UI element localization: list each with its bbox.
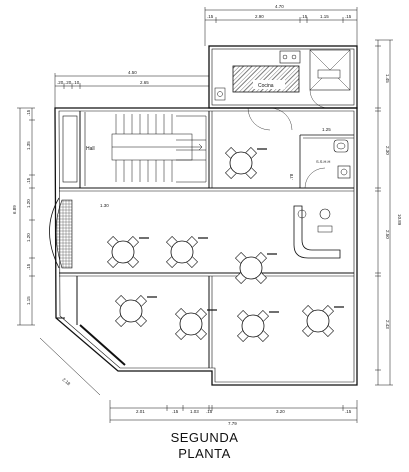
angled-window — [56, 317, 126, 366]
dim-left-7: .15 — [26, 263, 31, 270]
dim-upper-3: .10 — [73, 80, 80, 85]
round-table — [170, 240, 194, 264]
dim-inner-1: 1.30 — [100, 203, 109, 208]
dim-bottom-6: .15 — [345, 409, 352, 414]
dim-inner-4: 2.18 — [61, 377, 71, 387]
hall-label: Hall — [86, 146, 95, 152]
table-with-chairs — [166, 236, 208, 268]
dim-right-total: 10.89 — [397, 214, 402, 226]
round-table — [241, 314, 265, 338]
dim-top-3: .15 — [301, 14, 308, 19]
stair-hall: Hall — [62, 112, 207, 186]
plan-title-line1: SEGUNDA — [170, 430, 239, 445]
dim-right-6: 2.50 — [385, 230, 390, 239]
table-with-chairs — [225, 147, 267, 179]
dim-left-total: 6.89 — [12, 205, 17, 214]
dim-top-total: 4.70 — [275, 4, 284, 9]
kitchen-label: Cocina — [258, 83, 274, 89]
dim-right-4: 2.30 — [385, 146, 390, 155]
table-with-chairs — [237, 310, 279, 342]
dim-upper-1: .20 — [57, 80, 64, 85]
dim-left-3: .15 — [26, 177, 31, 184]
dim-left-8: 1.15 — [26, 296, 31, 305]
dim-bottom-2: .15 — [172, 409, 179, 414]
dim-right-2: 1.45 — [385, 74, 390, 83]
dim-right-8: 2.43 — [385, 320, 390, 329]
table-with-chairs — [302, 305, 344, 337]
bay-window — [49, 197, 73, 269]
dim-left-2: 1.35 — [26, 141, 31, 150]
round-table — [111, 240, 135, 264]
toilet-icon — [333, 139, 349, 153]
dim-upper-4: 2.65 — [140, 80, 149, 85]
table-with-chairs — [175, 308, 217, 340]
bar-counter — [293, 205, 341, 259]
round-table — [239, 256, 263, 280]
round-table — [229, 151, 253, 175]
dim-top-2: 2.90 — [255, 14, 264, 19]
dim-bottom-total: 7.79 — [228, 421, 237, 426]
dim-upper-total: 4.50 — [128, 70, 137, 75]
dim-top-4: 1.15 — [320, 14, 329, 19]
dim-left-6: 1.20 — [26, 233, 31, 242]
dim-left-4: 1.20 — [26, 199, 31, 208]
dim-inner-2: 1.25 — [322, 127, 331, 132]
dim-upper-2: .20 — [65, 80, 72, 85]
dim-bottom-4: .15 — [206, 409, 213, 414]
dim-top-1: .15 — [207, 14, 214, 19]
dining-tables — [107, 147, 344, 342]
dim-bottom-3: 1.03 — [190, 409, 199, 414]
table-with-chairs — [235, 252, 277, 284]
round-table — [119, 299, 143, 323]
dim-left-1: .15 — [26, 109, 31, 116]
table-with-chairs — [115, 295, 157, 327]
round-table — [179, 312, 203, 336]
dim-top-5: .15 — [345, 14, 352, 19]
stairs — [111, 114, 207, 183]
stove-icon — [214, 87, 226, 101]
plan-title-line2: PLANTA — [178, 446, 231, 461]
sink-icon — [279, 50, 301, 64]
bath-label: S.S.H.H — [316, 159, 331, 164]
table-with-chairs — [107, 236, 149, 268]
round-table — [306, 309, 330, 333]
dim-inner-3: .78 — [289, 173, 294, 180]
dimensions — [17, 7, 393, 423]
washbasin-icon — [337, 165, 351, 179]
bathroom: S.S.H.H — [304, 139, 351, 189]
kitchen: Cocina — [214, 49, 351, 131]
dim-bottom-5: 3.20 — [276, 409, 285, 414]
dim-bottom-1: 2.01 — [136, 409, 145, 414]
